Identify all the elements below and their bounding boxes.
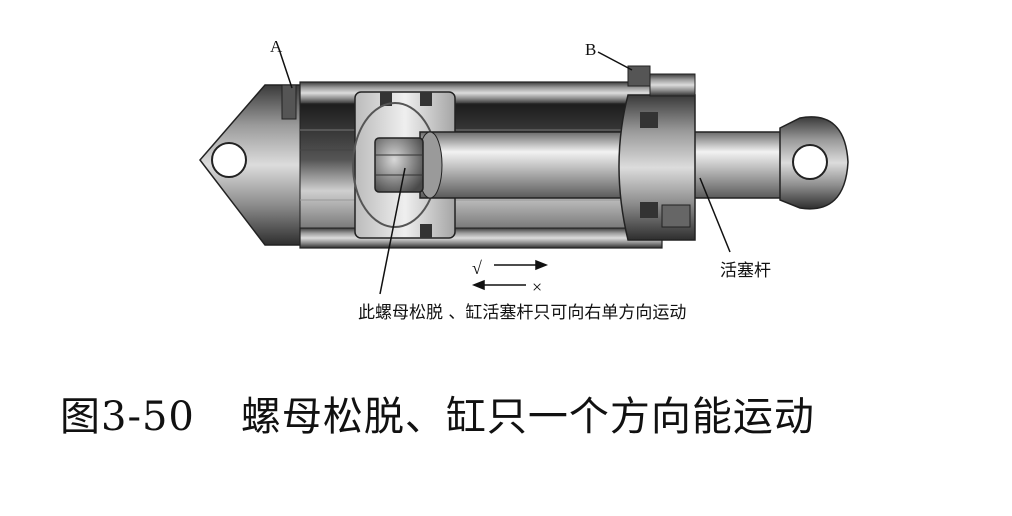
- leader-b: [597, 51, 633, 71]
- rod-eye-hole: [792, 144, 828, 180]
- label-piston-rod: 活塞杆: [720, 261, 771, 281]
- piston-rod: [417, 131, 791, 199]
- direction-arrows: [471, 259, 549, 291]
- label-b: B: [585, 40, 596, 59]
- thread-a: [281, 84, 297, 120]
- cross-mark: ×: [532, 277, 542, 297]
- figure-number: 图3-50: [60, 394, 195, 440]
- leader-nut: [379, 167, 406, 295]
- leader-a: [279, 51, 293, 89]
- rear-mount-hole: [211, 142, 247, 178]
- leader-rod: [699, 177, 731, 253]
- label-a: A: [270, 37, 283, 56]
- front-gland: [618, 65, 696, 241]
- check-mark: √: [472, 258, 482, 278]
- piston-nut: [374, 137, 424, 193]
- arrow-right-head: [535, 259, 549, 271]
- figure-title: 螺母松脱、缸只一个方向能运动: [240, 394, 815, 440]
- rear-end-cap: [199, 84, 319, 246]
- rod-eye: [779, 116, 849, 210]
- leader-lines: [279, 51, 731, 295]
- arrow-left-head: [471, 279, 485, 291]
- annotation-note: 此螺母松脱 、缸活塞杆只可向右单方向运动: [358, 302, 686, 323]
- figure-caption: 图3-50 螺母松脱、缸只一个方向能运动: [60, 384, 1000, 444]
